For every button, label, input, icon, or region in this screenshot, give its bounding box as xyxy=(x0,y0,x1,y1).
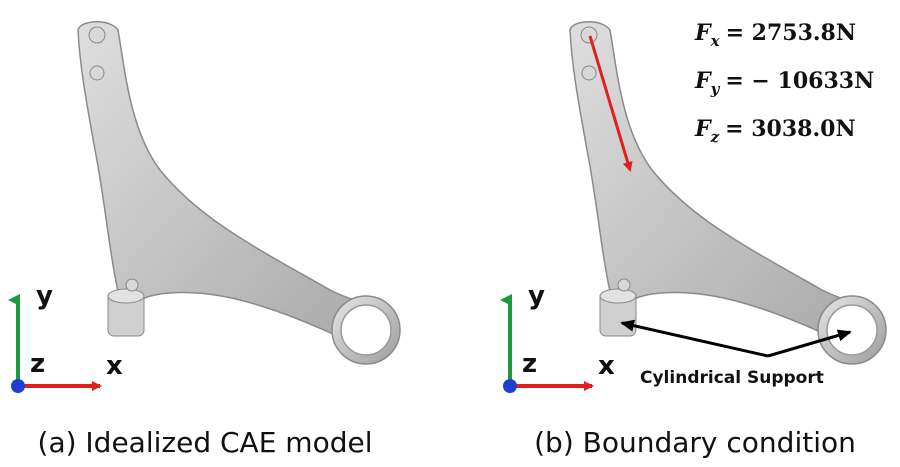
support-label: Cylindrical Support xyxy=(640,368,824,388)
z-axis-dot-b xyxy=(503,379,517,393)
axis-triad-a: y z x xyxy=(8,281,123,393)
force-x: Fx= 2753.8N xyxy=(694,20,856,50)
force-y: Fy= − 10633N xyxy=(694,68,874,98)
y-axis-label-b: y xyxy=(528,281,545,311)
z-axis-label: z xyxy=(30,349,45,379)
support-pointers xyxy=(620,319,852,358)
axis-triad-b: y z x xyxy=(500,281,615,393)
z-axis-label-b: z xyxy=(522,349,537,379)
support-arrow-right xyxy=(767,329,852,358)
caption-b: (b) Boundary condition xyxy=(534,426,856,459)
control-arm-model-b xyxy=(569,21,887,365)
x-axis-label: x xyxy=(106,351,123,381)
force-z: Fz= 3038.0N xyxy=(694,116,856,146)
support-arrow-left xyxy=(620,319,769,358)
panel-a: y z x (a) Idealized CAE model xyxy=(8,21,401,459)
y-axis-label: y xyxy=(36,281,53,311)
z-axis-dot xyxy=(11,379,25,393)
x-axis-label-b: x xyxy=(598,351,615,381)
force-values: Fx= 2753.8N Fy= − 10633N Fz= 3038.0N xyxy=(694,20,874,146)
caption-a: (a) Idealized CAE model xyxy=(38,426,373,459)
force-arrow xyxy=(588,35,633,172)
panel-b: Fx= 2753.8N Fy= − 10633N Fz= 3038.0N Cyl… xyxy=(500,20,887,459)
control-arm-model xyxy=(77,21,401,365)
